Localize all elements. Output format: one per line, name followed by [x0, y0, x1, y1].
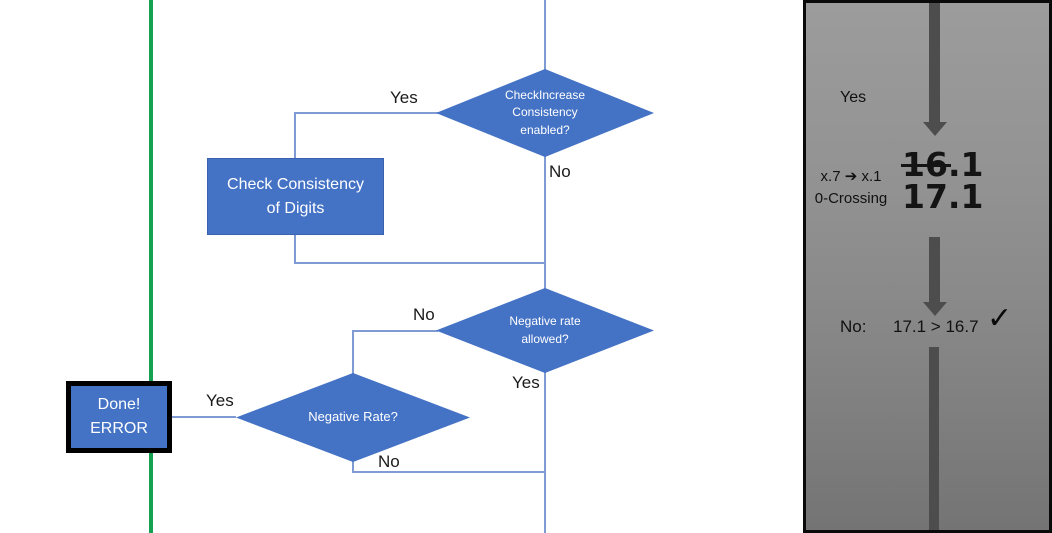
panel-no-label: No:: [840, 317, 867, 336]
connector-yes-branch-vertical: [294, 112, 296, 159]
connector-process-out-vertical: [294, 235, 296, 264]
example-side-panel: Yes x.7 ➔ x.1 0-Crossing 16.1 17.1 No: 1…: [803, 0, 1052, 533]
connector-done-horizontal: [172, 416, 236, 418]
down-arrow-bottom-shaft: [929, 347, 939, 530]
branch-label-yes-top: Yes: [390, 88, 418, 107]
panel-yes-label: Yes: [840, 89, 867, 106]
decision-negative-rate: Negative Rate?: [236, 373, 470, 462]
green-divider-line: [149, 0, 153, 533]
down-arrow-top-shaft: [929, 3, 940, 122]
decision-check-increase-consistency: CheckIncrease Consistency enabled?: [436, 69, 654, 157]
zero-crossing-rule-text: x.7 ➔ x.1 0-Crossing: [814, 168, 888, 207]
connector-no-branch-horizontal: [352, 330, 438, 332]
checkmark-icon: ✓: [987, 301, 1013, 336]
down-arrow-middle-head-icon: [923, 302, 947, 316]
process-check-consistency-of-digits: Check Consistency of Digits: [207, 158, 384, 235]
connector-diamond3-out-horizontal: [352, 471, 546, 473]
branch-label-no-top: No: [549, 162, 571, 181]
branch-label-yes-done: Yes: [206, 391, 234, 410]
branch-label-no-middle: No: [413, 305, 435, 324]
old-value-line: 16.1: [902, 148, 983, 181]
connector-no-branch-vertical: [352, 330, 354, 374]
down-arrow-top-head-icon: [923, 122, 947, 136]
value-correction-text: 16.1 17.1: [902, 148, 984, 216]
old-value-struck: 16: [902, 145, 948, 184]
branch-label-no-bottom: No: [378, 452, 400, 471]
branch-label-yes-middle: Yes: [512, 373, 540, 392]
connector-diamond3-out-vertical: [352, 461, 354, 473]
connector-main-vertical: [544, 0, 546, 533]
decision-negative-rate-allowed: Negative rate allowed?: [436, 288, 654, 373]
down-arrow-middle-shaft: [929, 237, 940, 302]
old-value-suffix: .1: [947, 145, 984, 184]
comparison-text: 17.1 > 16.7: [893, 317, 979, 336]
terminal-done-error: Done! ERROR: [66, 381, 172, 453]
connector-yes-branch-horizontal: [294, 112, 438, 114]
new-value-line: 17.1: [902, 177, 984, 216]
connector-process-out-horizontal: [294, 262, 546, 264]
